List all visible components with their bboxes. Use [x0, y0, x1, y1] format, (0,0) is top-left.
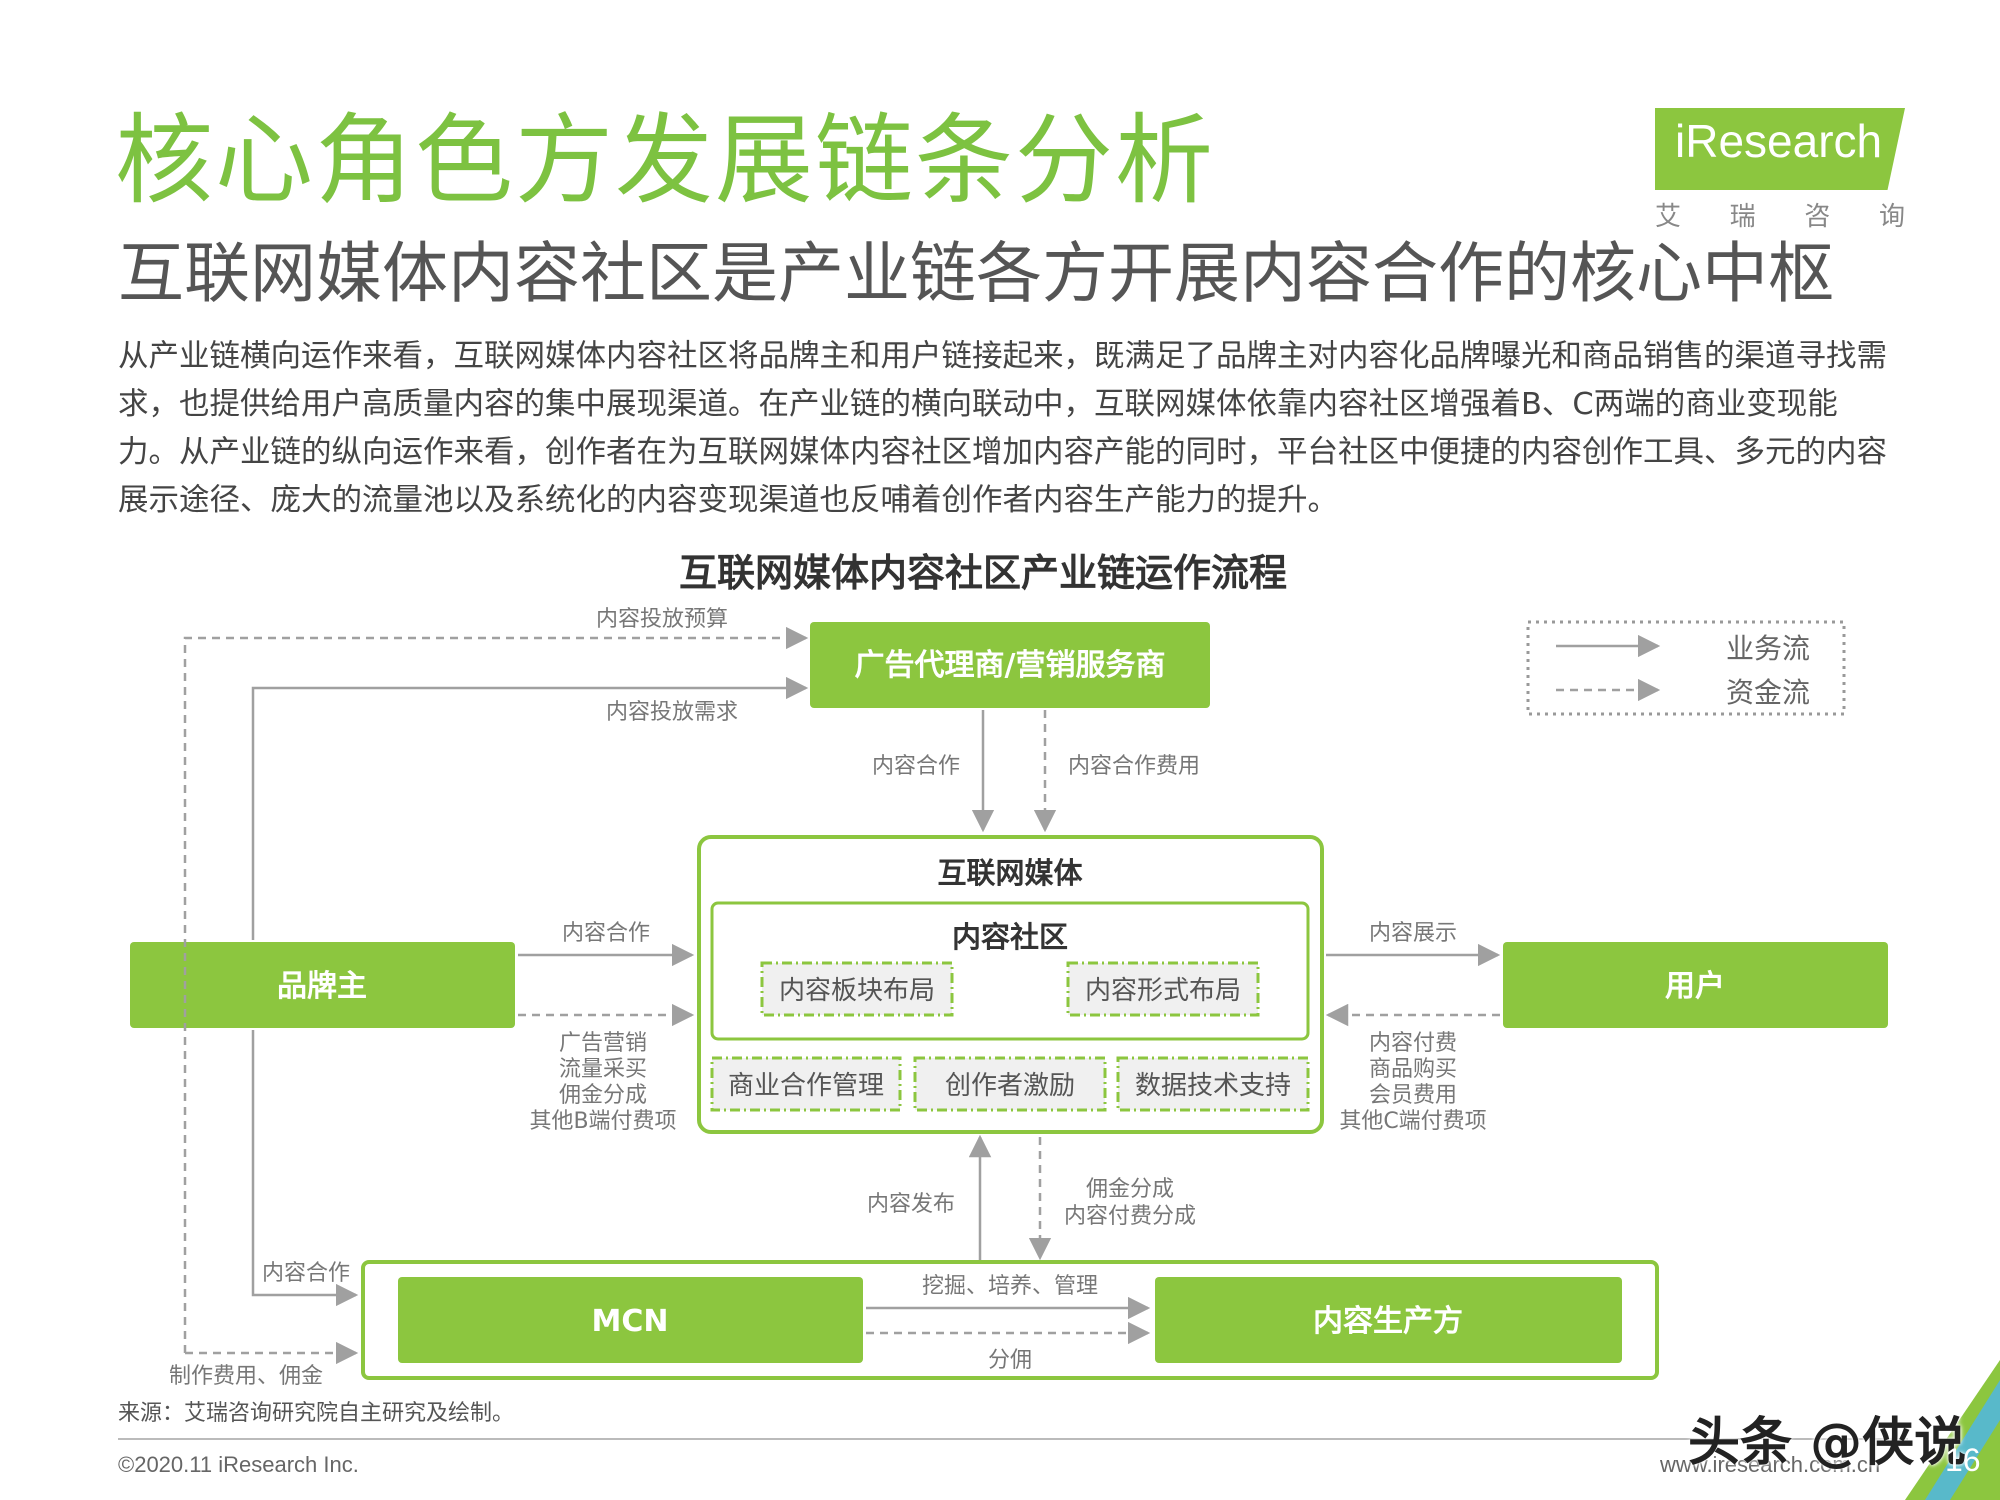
share-label-1: 佣金分成 [1086, 1177, 1174, 1202]
legend: 业务流 资金流 [1526, 620, 1846, 716]
budget-arrow [183, 626, 809, 1353]
commission-label: 分佣 [988, 1348, 1032, 1373]
community-label: 内容社区 [952, 920, 1068, 954]
logo-char: 咨 [1804, 202, 1831, 232]
brand-label: 品牌主 [277, 969, 367, 1004]
production-fee-label: 制作费用、佣金 [169, 1364, 323, 1389]
form-layout-box [1066, 961, 1260, 1017]
logo-text: iResearch [1675, 115, 1883, 167]
legend-business-flow: 业务流 [1726, 632, 1810, 665]
brand-box [130, 942, 515, 1028]
page-number: 16 [1945, 1442, 1981, 1478]
section-layout-label: 内容板块布局 [779, 976, 935, 1006]
demand-label: 内容投放需求 [606, 700, 738, 725]
brand-mcn-coop-arrow [251, 1030, 359, 1307]
share-label-2: 内容付费分成 [1064, 1204, 1196, 1229]
intro-paragraph: 从产业链横向运作来看，互联网媒体内容社区将品牌主和用户链接起来，既满足了品牌主对… [118, 339, 1887, 518]
agency-box [810, 622, 1210, 708]
logo-char: 询 [1878, 202, 1905, 232]
corner-stripe [1925, 1380, 2000, 1500]
brand-pay-label-2: 流量采买 [559, 1057, 647, 1082]
section-layout-box [760, 961, 954, 1017]
agency-fee-label: 内容合作费用 [1068, 754, 1200, 779]
user-pay-label-4: 其他C端付费项 [1339, 1109, 1486, 1134]
data-tech-box [1116, 1056, 1310, 1112]
website-link[interactable]: www.iresearch.com.cn [1660, 1452, 1881, 1477]
mcn-box [398, 1277, 863, 1363]
user-pay-label-1: 内容付费 [1369, 1031, 1457, 1056]
form-layout-label: 内容形式布局 [1085, 976, 1241, 1006]
brand-coop-label: 内容合作 [562, 921, 650, 946]
creator-incentive-box [913, 1056, 1107, 1112]
media-label: 互联网媒体 [937, 856, 1083, 890]
legend-box [1526, 620, 1846, 716]
user-box [1503, 942, 1888, 1028]
producer-label: 内容生产方 [1313, 1304, 1463, 1339]
user-label: 用户 [1665, 969, 1725, 1004]
logo-badge [1655, 108, 1905, 190]
copyright: ©2020.11 iResearch Inc. [118, 1452, 359, 1477]
brand-pay-label-1: 广告营销 [559, 1031, 647, 1056]
legend-money-flow: 资金流 [1726, 676, 1810, 709]
publish-label: 内容发布 [867, 1192, 955, 1217]
logo-char: 瑞 [1729, 202, 1756, 232]
corner-decoration [1905, 1360, 2000, 1500]
logo-char: 艾 [1655, 202, 1682, 232]
creator-incentive-label: 创作者激励 [945, 1071, 1075, 1101]
watermark: 头条 @侠说 [1688, 1413, 1967, 1473]
agency-coop-label: 内容合作 [872, 754, 960, 779]
logo-subtext: 艾 瑞 咨 询 [1655, 196, 1905, 233]
diagram-title: 互联网媒体内容社区产业链运作流程 [679, 551, 1287, 595]
brand-pay-label-4: 其他B端付费项 [529, 1109, 676, 1134]
iresearch-logo: iResearch 艾 瑞 咨 询 [1650, 100, 1905, 235]
producer-box [1155, 1277, 1622, 1363]
brand-pay-label-3: 佣金分成 [559, 1083, 647, 1108]
agency-label: 广告代理商/营销服务商 [855, 648, 1166, 683]
demand-arrow [251, 676, 809, 940]
mcn-label: MCN [592, 1304, 669, 1339]
budget-label: 内容投放预算 [596, 607, 728, 632]
biz-mgmt-box [710, 1056, 902, 1112]
user-pay-label-2: 商品购买 [1369, 1057, 1457, 1082]
data-tech-label: 数据技术支持 [1135, 1071, 1291, 1101]
page-title: 核心角色方发展链条分析 [115, 104, 1216, 218]
page-subtitle: 互联网媒体内容社区是产业链各方开展内容合作的核心中枢 [118, 235, 1834, 312]
user-pay-label-3: 会员费用 [1369, 1083, 1457, 1108]
footer-divider [118, 1438, 1908, 1440]
display-label: 内容展示 [1369, 921, 1457, 946]
brand-mcn-coop-label: 内容合作 [262, 1261, 350, 1286]
source-note: 来源：艾瑞咨询研究院自主研究及绘制。 [118, 1401, 515, 1426]
biz-mgmt-label: 商业合作管理 [728, 1071, 884, 1101]
mcn-manage-label: 挖掘、培养、管理 [922, 1274, 1098, 1299]
